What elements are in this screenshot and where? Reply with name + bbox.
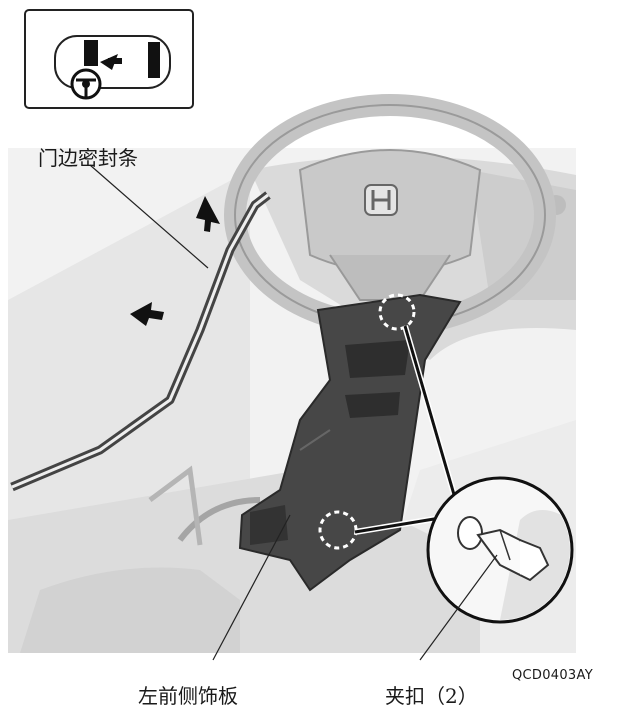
- left-front-side-trim-label: 左前侧饰板: [138, 684, 238, 708]
- door-seal-label: 门边密封条: [38, 146, 138, 170]
- interior-scene: [8, 94, 576, 653]
- left-front-side-trim-panel: [238, 293, 462, 592]
- clip-detail-icon: [426, 476, 574, 624]
- clip-connector-lines: [354, 325, 458, 535]
- vehicle-location-icon: [24, 9, 194, 109]
- door-seal-strip: [10, 191, 271, 492]
- clip-label: 夹扣（2）: [385, 684, 478, 708]
- figure-code: QCD0403AY: [512, 668, 593, 683]
- direction-arrow-icon: [130, 302, 164, 326]
- honda-logo-icon: [364, 184, 398, 216]
- leader-lines: [89, 164, 498, 661]
- clip-marker-upper: [378, 293, 416, 331]
- direction-arrow-icon: [196, 196, 220, 232]
- steering-wheel-icon: [70, 68, 102, 100]
